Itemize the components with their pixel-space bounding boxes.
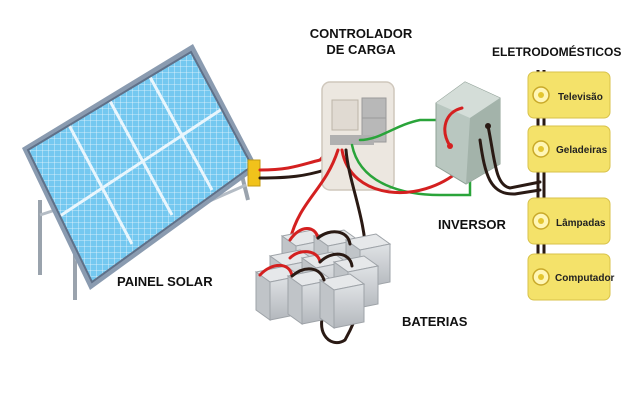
junction-box <box>247 159 261 187</box>
controller-label-line2: DE CARGA <box>326 42 396 57</box>
controller-label: CONTROLADOR DE CARGA <box>306 26 416 58</box>
inverter-wires <box>443 106 542 196</box>
appliance-card-computer <box>527 253 611 301</box>
appliance-label-fridge: Geladeiras <box>556 145 608 156</box>
battery-cables <box>258 227 354 282</box>
solar-panel <box>22 44 258 290</box>
battery-bank <box>254 229 392 329</box>
controller-label-line1: CONTROLADOR <box>309 26 413 41</box>
appliance-cards <box>527 71 611 301</box>
battery-cell <box>318 273 366 329</box>
batteries-label: BATERIAS <box>402 314 468 329</box>
appliances-title: ELETRODOMÉSTICOS <box>492 45 622 59</box>
appliance-label-lamps: Lâmpadas <box>556 218 606 229</box>
charge-controller <box>321 81 395 191</box>
solar-panel-label: PAINEL SOLAR <box>117 274 213 289</box>
appliance-label-tv: Televisão <box>558 92 603 103</box>
inverter-label: INVERSOR <box>438 217 506 232</box>
appliance-card-fridge <box>527 125 611 173</box>
appliance-card-lamps <box>527 197 611 245</box>
appliance-card-tv <box>527 71 611 119</box>
appliance-label-computer: Computador <box>555 273 615 284</box>
